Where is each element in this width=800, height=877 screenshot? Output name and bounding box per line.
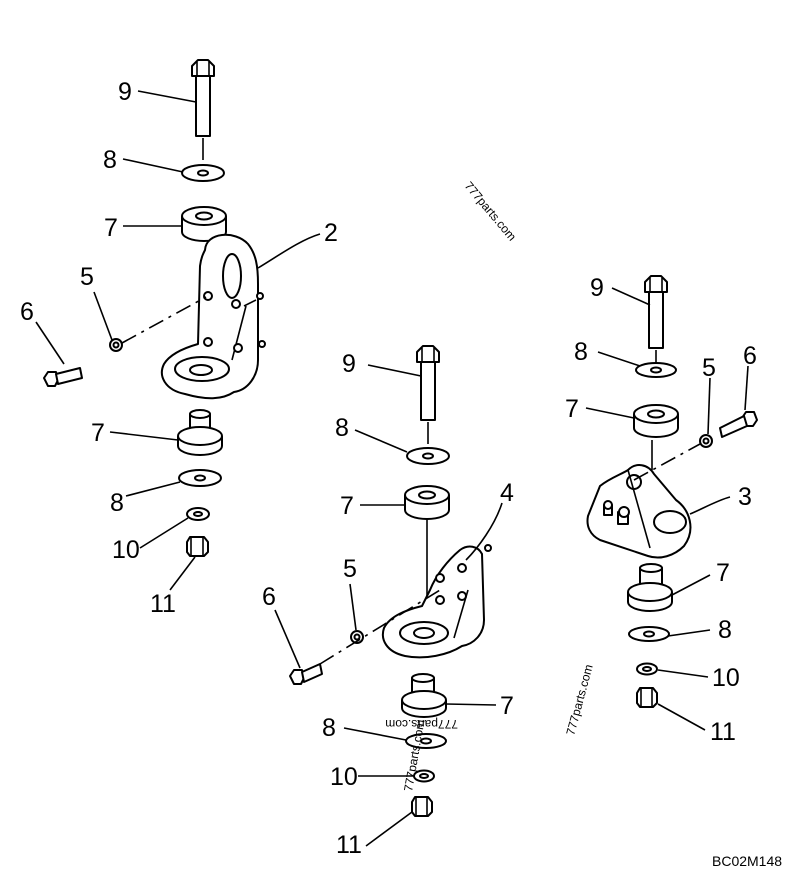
callout-11: 11 — [710, 718, 736, 746]
callout-3: 3 — [738, 483, 752, 511]
bolt-part-6 — [719, 411, 758, 438]
callout-5: 5 — [80, 263, 94, 291]
callout-6: 6 — [743, 342, 757, 370]
bolt-part-9 — [191, 59, 215, 160]
callout-8: 8 — [103, 146, 117, 174]
callout-7: 7 — [340, 492, 354, 520]
callout-8b: 8 — [322, 714, 336, 742]
nut-part-11 — [411, 796, 433, 817]
centerline — [121, 296, 207, 344]
bolt-part-9 — [416, 345, 440, 444]
bracket-part-3 — [586, 464, 692, 559]
watermark: 777parts.com — [462, 179, 519, 244]
callout-11: 11 — [336, 831, 362, 859]
callout-9: 9 — [342, 350, 356, 378]
bolt-part-6 — [289, 663, 323, 685]
callout-8b: 8 — [718, 616, 732, 644]
isolator-part-7 — [181, 206, 227, 242]
callout-7: 7 — [565, 395, 579, 423]
callout-7b: 7 — [716, 559, 730, 587]
washer-part-8 — [181, 164, 225, 182]
watermark: 777parts.com — [563, 663, 595, 737]
centerline — [633, 443, 701, 481]
lockwasher-part-5 — [109, 338, 123, 352]
callout-10: 10 — [712, 664, 740, 692]
lockwasher-part-5 — [699, 434, 713, 448]
isolator-part-7b — [401, 673, 447, 718]
callout-2: 2 — [324, 219, 338, 247]
lockwasher-part-10 — [636, 662, 658, 676]
callout-9: 9 — [118, 78, 132, 106]
washer-part-8 — [635, 362, 677, 378]
callout-5: 5 — [702, 354, 716, 382]
callout-7: 7 — [104, 214, 118, 242]
centerline — [319, 589, 441, 665]
lockwasher-part-10 — [413, 769, 435, 783]
watermark: 777parts.com — [385, 717, 458, 731]
callout-9: 9 — [590, 274, 604, 302]
drawing-code: BC02M148 — [712, 853, 782, 869]
isolator-part-7b — [627, 563, 673, 612]
assembly-right: 9 8 5 6 7 3 7 8 10 11 — [565, 274, 758, 746]
isolator-part-7b — [177, 409, 223, 456]
nut-part-11 — [636, 687, 658, 708]
isolator-part-7 — [404, 485, 450, 520]
washer-part-8b — [405, 733, 447, 749]
callout-4: 4 — [500, 479, 514, 507]
isolator-part-7 — [633, 404, 679, 438]
callout-11: 11 — [150, 590, 176, 618]
callout-6: 6 — [262, 583, 276, 611]
nut-part-11 — [186, 536, 209, 557]
washer-part-8b — [178, 469, 222, 487]
callout-10: 10 — [330, 763, 358, 791]
bracket-part-2 — [160, 233, 266, 400]
callout-8: 8 — [335, 414, 349, 442]
assembly-middle: 9 8 7 4 5 6 7 8 10 11 — [262, 345, 514, 859]
washer-part-8 — [406, 447, 450, 465]
bracket-part-4 — [382, 544, 492, 659]
assembly-left: 9 8 7 2 5 6 7 8 10 11 — [20, 59, 338, 618]
callout-10: 10 — [112, 536, 140, 564]
callout-8: 8 — [574, 338, 588, 366]
callout-6: 6 — [20, 298, 34, 326]
washer-part-8b — [628, 626, 670, 642]
callout-5: 5 — [343, 555, 357, 583]
bolt-part-9 — [644, 275, 668, 362]
callout-7b: 7 — [91, 419, 105, 447]
callout-7b: 7 — [500, 692, 514, 720]
callout-8b: 8 — [110, 489, 124, 517]
bolt-part-6 — [43, 367, 83, 387]
lockwasher-part-10 — [186, 507, 210, 521]
